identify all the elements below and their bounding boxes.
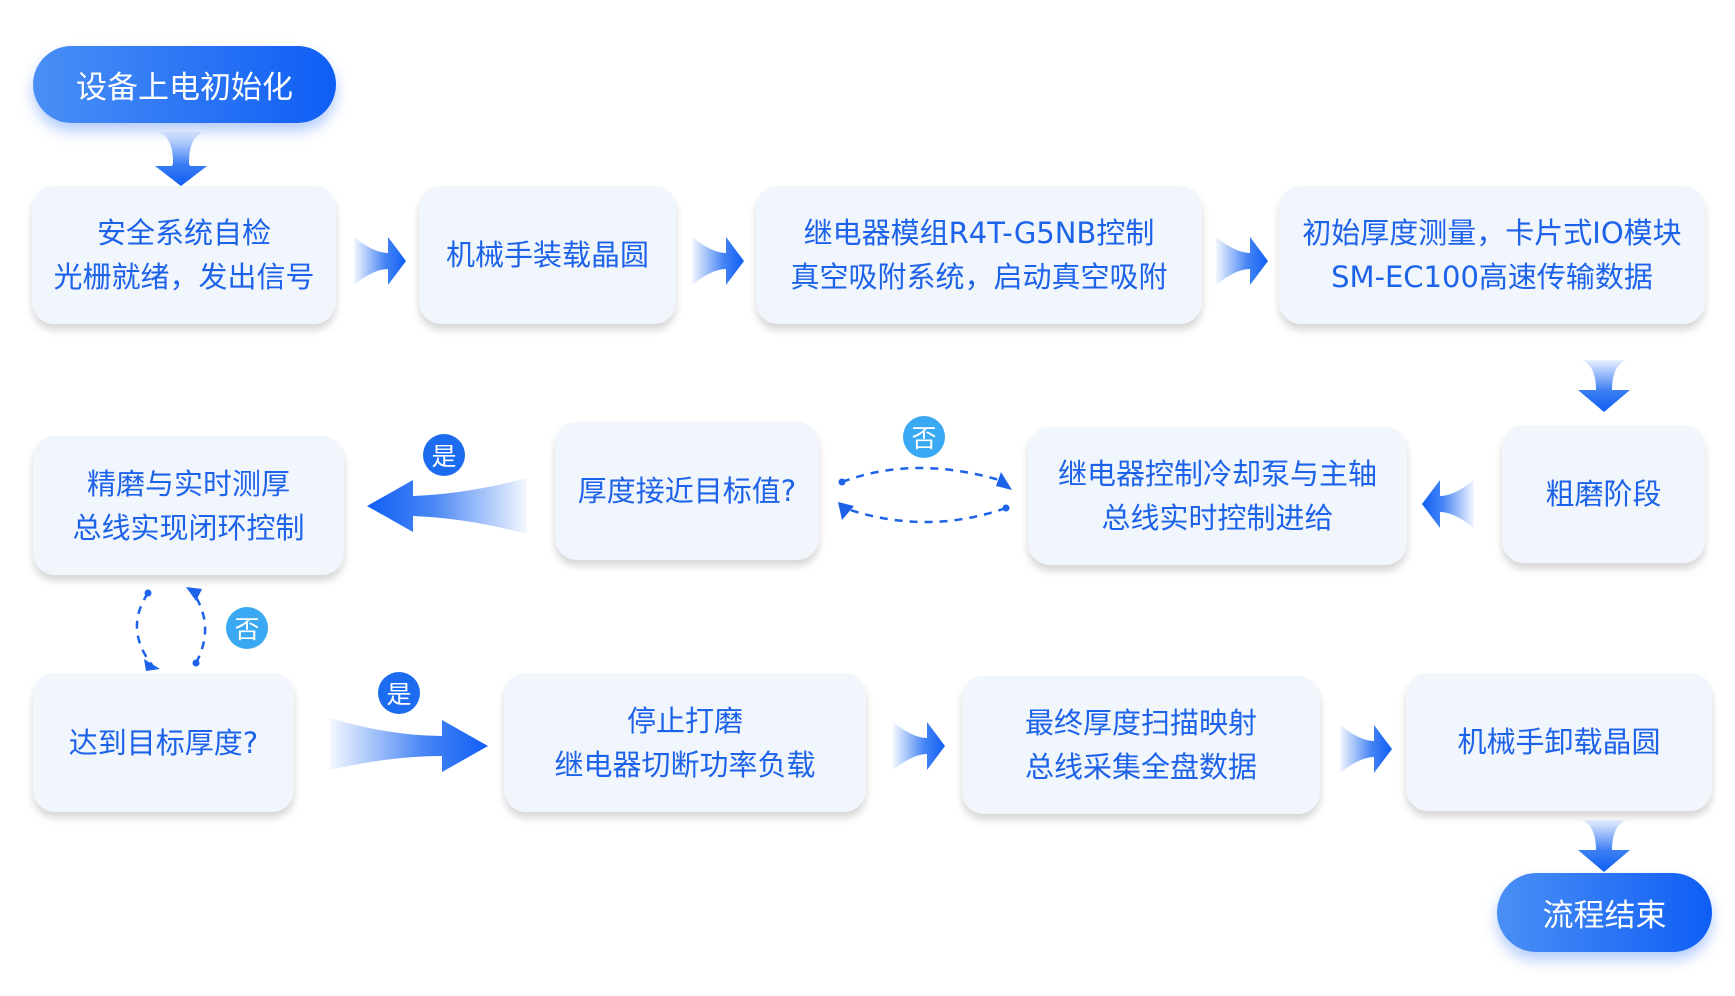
step-final-scan: 最终厚度扫描映射总线采集全盘数据 <box>962 676 1320 814</box>
step-text: SM-EC100高速传输数据 <box>1331 260 1653 294</box>
no-badge: 否 <box>903 416 945 458</box>
yes-badge: 是 <box>378 672 420 714</box>
step-text: 最终厚度扫描映射 <box>1024 706 1257 740</box>
arrow-right-icon <box>1340 725 1392 773</box>
arrow-down-icon <box>1578 820 1630 872</box>
step-text: 停止打磨 <box>626 703 743 738</box>
step-unload-wafer: 机械手卸载晶圆 <box>1406 673 1712 811</box>
step-text: 总线实时控制进给 <box>1101 501 1334 535</box>
loop-dashed-arrows-vertical <box>135 587 207 671</box>
step-text: 光栅就绪，发出信号 <box>53 260 315 294</box>
end-node: 流程结束 <box>1497 873 1712 952</box>
arrow-down-icon <box>1578 360 1630 412</box>
arrow-left-big-icon <box>367 478 527 534</box>
step-reach-target-decision: 达到目标厚度? <box>33 673 294 812</box>
step-rough-grind: 粗磨阶段 <box>1502 425 1705 563</box>
step-cooling-control: 继电器控制冷却泵与主轴总线实时控制进给 <box>1028 427 1407 565</box>
step-text: 机械手卸载晶圆 <box>1457 725 1661 759</box>
step-text: 总线实现闭环控制 <box>72 510 305 545</box>
arrow-left-icon <box>1422 480 1474 528</box>
step-near-target-decision: 厚度接近目标值? <box>555 422 819 560</box>
step-text: 机械手装载晶圆 <box>445 238 649 272</box>
start-node: 设备上电初始化 <box>33 46 336 123</box>
arrow-right-icon <box>692 237 744 285</box>
arrow-right-icon <box>893 722 945 770</box>
badge-text: 是 <box>386 680 412 709</box>
step-text: 精磨与实时测厚 <box>86 466 290 501</box>
loop-dashed-arrows <box>838 466 1012 524</box>
step-text: 达到目标厚度? <box>68 725 259 760</box>
step-text: 安全系统自检 <box>96 216 271 250</box>
no-badge: 否 <box>226 607 268 649</box>
arrow-right-icon <box>354 237 406 285</box>
badge-text: 否 <box>911 424 937 453</box>
badge-text: 否 <box>234 615 260 644</box>
step-fine-grind: 精磨与实时测厚总线实现闭环控制 <box>33 436 344 575</box>
arrow-down-icon <box>155 132 207 186</box>
step-vacuum: 继电器模组R4T-G5NB控制真空吸附系统，启动真空吸附 <box>756 186 1202 324</box>
step-text: 粗磨阶段 <box>1545 477 1662 511</box>
step-safety-check: 安全系统自检光栅就绪，发出信号 <box>32 186 336 324</box>
step-text: 总线采集全盘数据 <box>1024 750 1257 784</box>
start-label: 设备上电初始化 <box>76 70 293 106</box>
step-text: 初始厚度测量，卡片式IO模块 <box>1302 216 1682 250</box>
step-stop-grind: 停止打磨继电器切断功率负载 <box>504 673 866 812</box>
step-text: 厚度接近目标值? <box>577 474 797 508</box>
step-text: 继电器切断功率负载 <box>554 747 816 782</box>
end-label: 流程结束 <box>1542 898 1667 934</box>
step-load-wafer: 机械手装载晶圆 <box>419 186 676 324</box>
step-text: 继电器模组R4T-G5NB控制 <box>803 216 1155 250</box>
step-initial-measure: 初始厚度测量，卡片式IO模块 SM-EC100高速传输数据 <box>1279 186 1705 324</box>
badge-text: 是 <box>431 442 457 471</box>
step-text: 真空吸附系统，启动真空吸附 <box>790 260 1168 294</box>
step-text: 继电器控制冷却泵与主轴 <box>1057 457 1377 491</box>
arrow-right-icon <box>1216 237 1268 285</box>
arrow-right-big-icon <box>330 718 488 772</box>
yes-badge: 是 <box>423 434 465 476</box>
